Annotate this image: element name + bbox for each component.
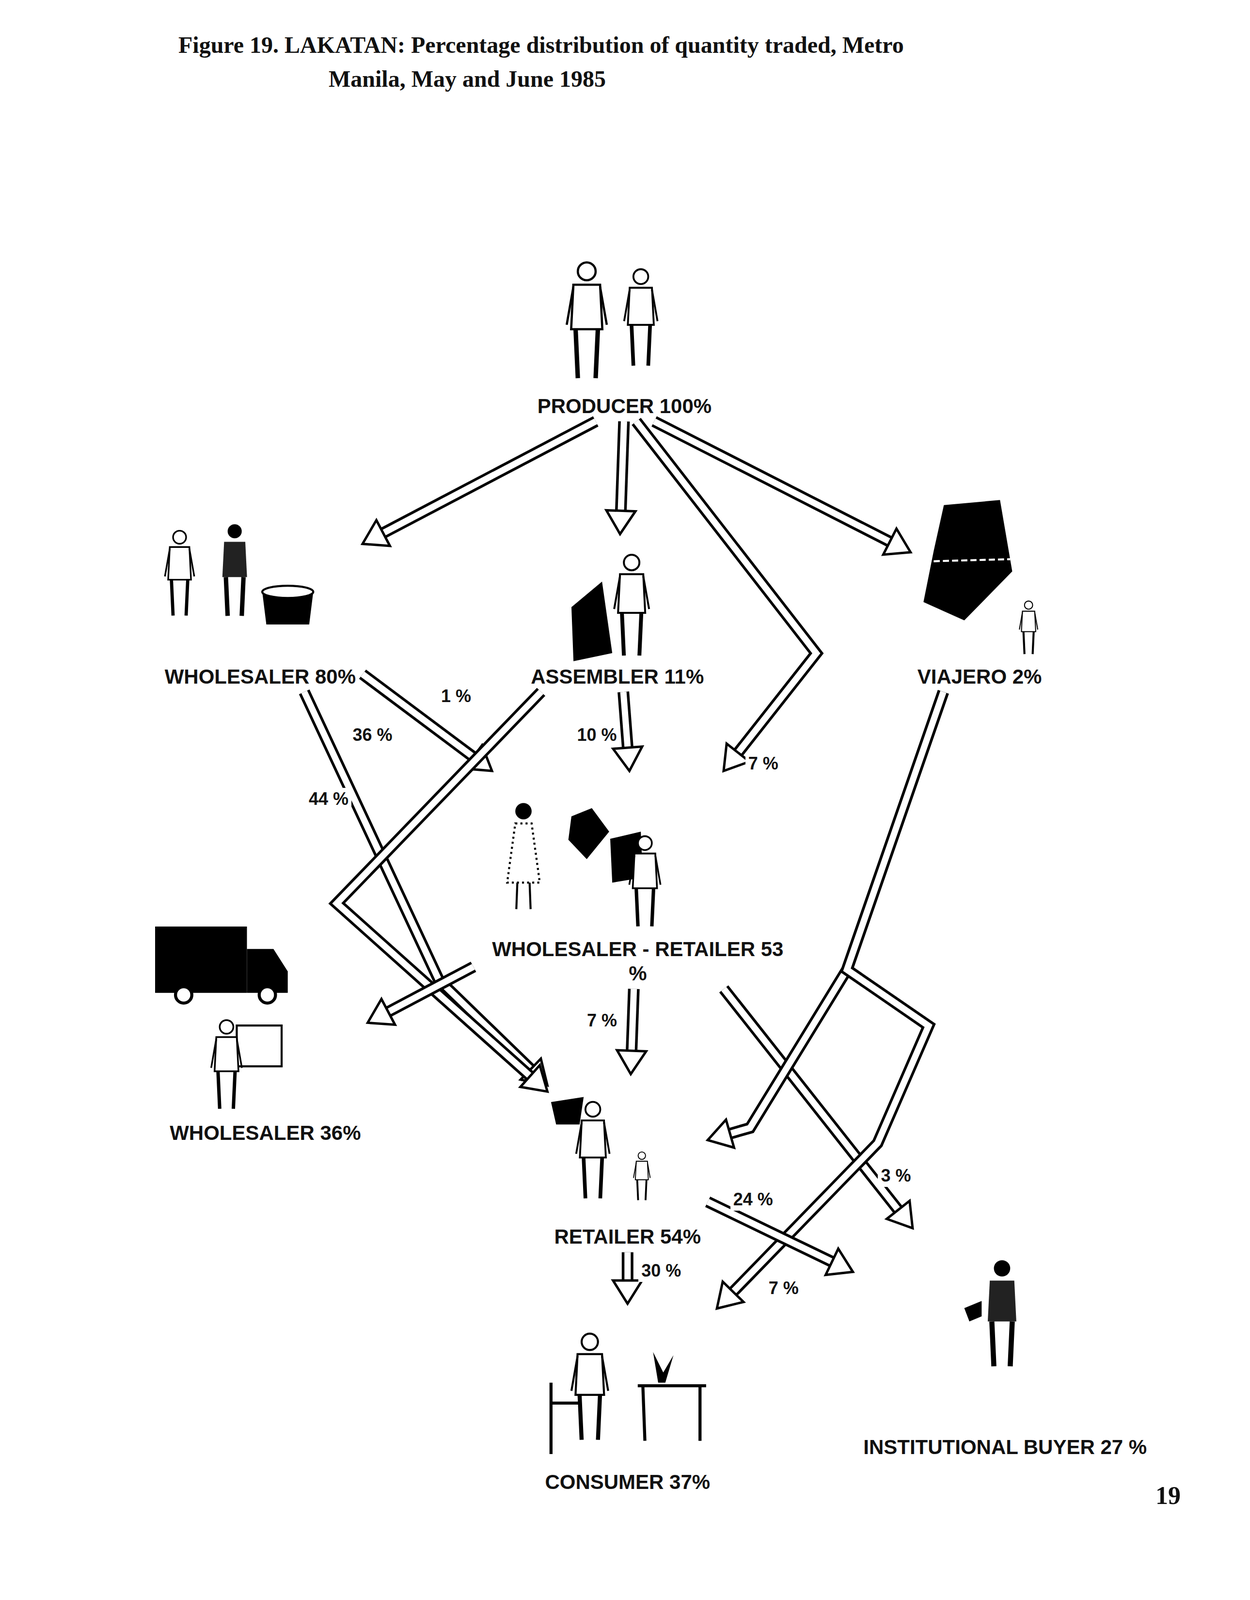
figure-title: Figure 19. LAKATAN: Percentage distribut… <box>178 28 983 96</box>
wholesaler-retailer-node: WHOLESALER - RETAILER 53 % <box>476 773 800 986</box>
page-number: 19 <box>1155 1480 1181 1510</box>
wholesaler-node: WHOLESALER 80% <box>160 506 360 689</box>
percent-label: 7 % <box>745 752 782 775</box>
node-label: CONSUMER 37% <box>544 1469 711 1494</box>
arrow-band-fill <box>304 691 531 1069</box>
flow-arrow <box>336 691 548 1092</box>
percent-label: 7 % <box>765 1276 802 1299</box>
arrow-band-fill <box>620 421 624 511</box>
arrow-band-outline <box>383 421 597 533</box>
node-label: INSTITUTIONAL BUYER 27 % <box>859 1434 1151 1459</box>
arrow-head <box>716 1281 744 1309</box>
arrow-head <box>520 1064 548 1092</box>
arrow-head <box>613 746 643 771</box>
arrow-head <box>613 1280 643 1304</box>
flow-arrow <box>367 966 474 1025</box>
percent-label: 24 % <box>730 1187 776 1211</box>
percent-label: 44 % <box>305 787 352 810</box>
node-label: WHOLESALER 80% <box>164 664 356 689</box>
assembler-figure <box>571 554 649 662</box>
arrow-band-outline <box>621 1251 634 1281</box>
institutional-buyer-node: INSTITUTIONAL BUYER 27 % <box>855 1230 1155 1459</box>
wholesaler-retailer-figures <box>506 802 661 926</box>
arrow-head <box>367 998 396 1025</box>
arrow-band-outline <box>623 691 628 748</box>
arrow-band-fill <box>623 691 628 748</box>
flow-arrow <box>362 421 596 546</box>
arrow-head <box>883 528 911 555</box>
flow-arrow <box>613 1251 643 1304</box>
arrow-head <box>362 520 391 546</box>
node-label: WHOLESALER 36% <box>169 1120 361 1145</box>
node-label: WHOLESALER - RETAILER 53 % <box>480 936 796 986</box>
node-label: PRODUCER 100% <box>537 394 712 419</box>
percent-label: 1 % <box>438 684 475 708</box>
percent-label: 7 % <box>584 1009 620 1032</box>
arrow-band-outline <box>631 988 634 1051</box>
viajero-figure <box>923 499 1038 654</box>
consumer-figure <box>551 1333 707 1454</box>
arrow-band-outline <box>636 421 817 753</box>
institutional-buyer-figure <box>964 1259 1017 1366</box>
retailer-figures <box>551 1096 651 1200</box>
flow-arrow <box>716 691 944 1309</box>
flow-arrow <box>304 691 548 1086</box>
arrow-band-fill <box>383 421 597 533</box>
retailer-node: RETAILER 54% <box>550 1076 705 1250</box>
flow-arrow <box>606 421 636 534</box>
arrow-band-fill <box>388 966 474 1012</box>
arrow-band-fill <box>336 691 542 1076</box>
arrow-band-fill <box>624 1251 631 1281</box>
wholesaler-node: WHOLESALER 36% <box>165 1008 365 1145</box>
node-label: ASSEMBLER 11% <box>530 664 704 689</box>
flow-arrow <box>617 988 647 1075</box>
wholesaler-figures <box>164 523 314 625</box>
producer-figures <box>566 262 658 379</box>
arrow-band-outline <box>707 1201 832 1262</box>
arrow-head <box>886 1200 913 1228</box>
percent-label: 30 % <box>638 1259 684 1282</box>
producer-node: PRODUCER 100% <box>533 394 716 419</box>
arrow-head <box>617 1049 647 1074</box>
arrow-band-outline <box>388 966 474 1012</box>
arrow-band-fill <box>631 988 634 1051</box>
arrow-head <box>606 509 636 534</box>
flow-arrow <box>636 421 817 771</box>
arrow-band-fill <box>707 1201 832 1262</box>
consumer-node: CONSUMER 37% <box>540 1306 714 1494</box>
percent-label: 3 % <box>877 1164 914 1187</box>
percent-label: 36 % <box>349 723 396 746</box>
truck-and-porter <box>155 926 288 1109</box>
arrow-band-outline <box>620 421 624 511</box>
percent-label: 10 % <box>574 723 620 746</box>
node-label: RETAILER 54% <box>553 1224 701 1249</box>
assembler-node: ASSEMBLER 11% <box>526 536 708 689</box>
viajero-node: VIAJERO 2% <box>913 485 1046 689</box>
node-label: VIAJERO 2% <box>917 664 1043 689</box>
arrow-head <box>825 1248 854 1275</box>
flow-arrow <box>707 1201 854 1275</box>
arrow-band-fill <box>636 421 817 753</box>
arrow-band-outline <box>304 691 531 1069</box>
arrow-band-outline <box>336 691 542 1076</box>
arrow-head <box>707 1119 734 1148</box>
